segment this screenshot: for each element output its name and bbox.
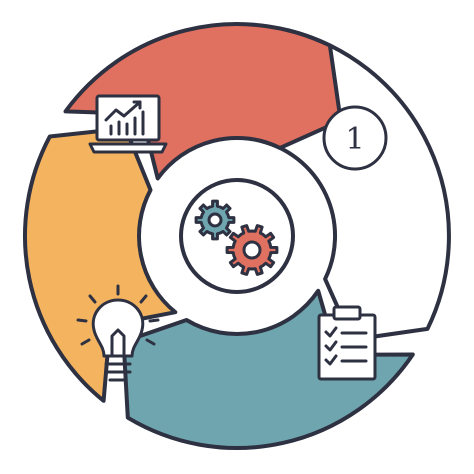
cycle-segment-3: [22, 126, 178, 403]
step-number: 1: [345, 122, 364, 157]
analytics-laptop-icon: [88, 94, 168, 154]
center-hub: [179, 178, 295, 294]
number-circle: [322, 105, 388, 171]
cycle-segments: [22, 22, 451, 450]
cycle-segment-2: [121, 288, 415, 450]
cycle-segment-4: [63, 22, 343, 181]
lightbulb-icon: [76, 284, 160, 382]
checklist-clipboard-icon: [317, 305, 377, 381]
small-gear-icon-hole: [207, 212, 223, 228]
large-gear-icon-hole: [242, 240, 262, 260]
gears-icon: [194, 199, 279, 276]
step-1-badge: 1: [322, 105, 388, 171]
